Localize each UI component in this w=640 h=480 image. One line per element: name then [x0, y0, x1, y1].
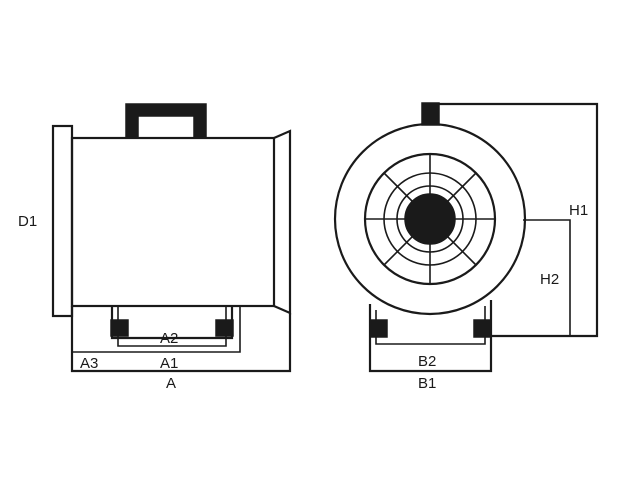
- front-view: [333, 102, 599, 373]
- side-outlet-cone: [273, 129, 292, 315]
- side-dimension-a: [70, 306, 292, 373]
- side-flange: [51, 124, 74, 318]
- front-housing-outer: [333, 122, 527, 316]
- side-dimension-a1: [72, 306, 241, 353]
- label-b2: B2: [418, 353, 436, 370]
- label-a: A: [166, 375, 176, 392]
- front-dimension-b2: [375, 306, 486, 345]
- label-h1: H1: [569, 202, 588, 219]
- side-body: [70, 136, 276, 308]
- label-b1: B1: [418, 375, 436, 392]
- side-foot-right: [215, 319, 234, 337]
- side-view: [51, 103, 292, 373]
- label-d1: D1: [18, 213, 37, 230]
- front-hub: [404, 193, 456, 245]
- label-a3: A3: [80, 355, 98, 372]
- label-h2: H2: [540, 271, 559, 288]
- front-foot-left: [369, 319, 388, 338]
- dimension-labels: D1 A2 A3 A1 A H1 H2 B2 B1: [18, 202, 588, 392]
- front-top-block: [421, 102, 440, 126]
- label-a1: A1: [160, 355, 178, 372]
- side-handle: [125, 103, 207, 139]
- label-a2: A2: [160, 330, 178, 347]
- side-foot-left: [110, 319, 129, 337]
- front-foot-right: [473, 319, 492, 338]
- front-dimension-h1: [430, 102, 599, 338]
- front-dimension-h2: [523, 219, 571, 336]
